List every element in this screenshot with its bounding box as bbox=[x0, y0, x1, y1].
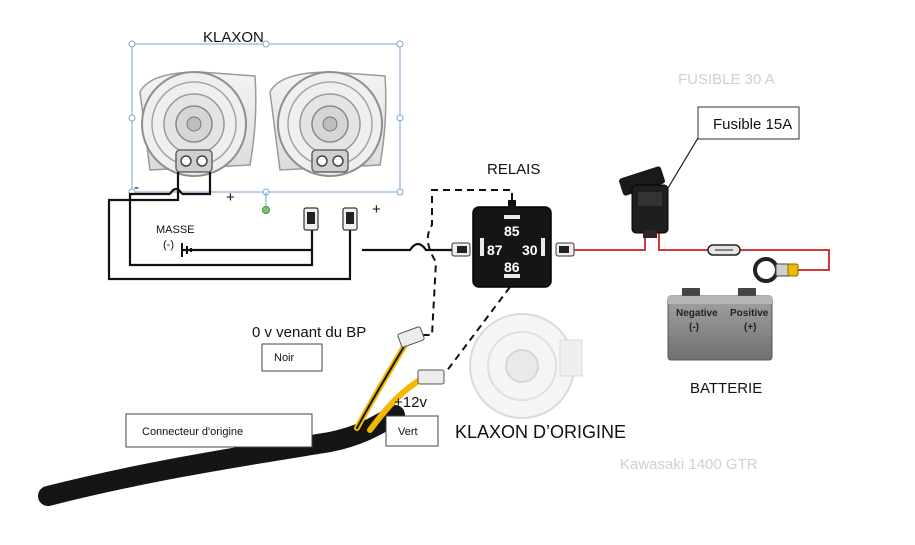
relais-title: RELAIS bbox=[487, 161, 540, 178]
ground-symbol bbox=[181, 243, 192, 257]
masse-sign: (-) bbox=[163, 239, 174, 251]
harness-connector-bp bbox=[397, 326, 425, 348]
ghost-bottom-text: Kawasaki 1400 GTR bbox=[620, 456, 758, 473]
spade-connector-minus bbox=[303, 207, 319, 231]
horn-right bbox=[269, 71, 387, 177]
klaxon-origine-label: KLAXON D’ORIGINE bbox=[455, 422, 626, 442]
battery-positive-sign: (+) bbox=[744, 322, 757, 333]
connector-plus-label: + bbox=[372, 201, 381, 218]
selection-box[interactable] bbox=[128, 40, 404, 214]
vert-text: Vert bbox=[398, 426, 418, 438]
inline-fuse bbox=[707, 244, 741, 256]
connecteur-text: Connecteur d'origine bbox=[142, 426, 243, 438]
relay-pin-30: 30 bbox=[522, 242, 538, 258]
vert-box: Vert bbox=[385, 415, 439, 447]
battery-negative-sign: (-) bbox=[689, 322, 699, 333]
relay-connector-right bbox=[555, 242, 575, 257]
relay: 85 87 30 86 bbox=[472, 200, 552, 288]
plus12-label: +12v bbox=[394, 394, 427, 411]
fuse-label-text: Fusible 15A bbox=[713, 116, 792, 133]
fuse-callout-line bbox=[667, 137, 699, 189]
ring-terminal bbox=[753, 257, 799, 283]
harness-cable bbox=[38, 342, 423, 506]
horn-wiring bbox=[107, 172, 455, 281]
masse-label: MASSE bbox=[156, 224, 195, 236]
horn-plus-label: + bbox=[226, 189, 235, 206]
relay-pin-85: 85 bbox=[504, 223, 520, 239]
horn-minus-label: - bbox=[134, 179, 139, 196]
fuse-label-box: Fusible 15A bbox=[697, 106, 800, 140]
relay-connector-left bbox=[451, 242, 471, 257]
battery-positive: Positive bbox=[730, 308, 769, 319]
relay-pin-87: 87 bbox=[487, 242, 503, 258]
battery: Negative (-) Positive (+) bbox=[667, 288, 773, 361]
original-horn bbox=[469, 313, 583, 419]
horn-pair bbox=[139, 71, 387, 177]
batterie-label: BATTERIE bbox=[690, 380, 762, 397]
klaxon-title: KLAXON bbox=[203, 29, 264, 46]
relay-pin-86: 86 bbox=[504, 259, 520, 275]
red-wiring bbox=[574, 233, 830, 271]
bp-label: 0 v venant du BP bbox=[252, 324, 366, 341]
harness-connector-12v bbox=[417, 369, 445, 385]
fuse-holder bbox=[619, 166, 669, 238]
dashed-control-wires bbox=[420, 189, 513, 373]
spade-connector-plus bbox=[342, 207, 358, 231]
ghost-fusible-text: FUSIBLE 30 A bbox=[678, 71, 775, 88]
connecteur-box: Connecteur d'origine bbox=[125, 413, 313, 448]
battery-negative: Negative bbox=[676, 308, 718, 319]
noir-text: Noir bbox=[274, 352, 295, 364]
noir-box: Noir bbox=[261, 343, 323, 372]
horn-left bbox=[139, 71, 257, 177]
